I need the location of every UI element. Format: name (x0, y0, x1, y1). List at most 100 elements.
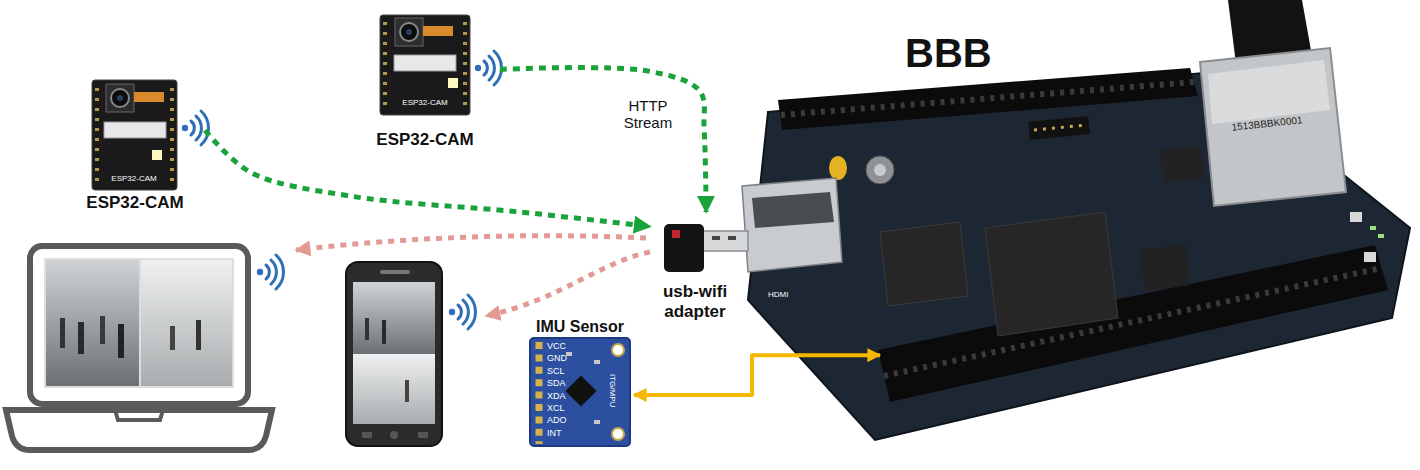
imu-sensor: IMU Sensor (528, 318, 634, 448)
board-illustration (829, 156, 847, 180)
pin-name: XDA (547, 391, 573, 401)
camera-board (92, 80, 177, 190)
phone-illustration (353, 354, 435, 424)
pin-name: SDA (547, 378, 573, 388)
pin-name: SCL (547, 366, 573, 376)
silkscreen-text: ESP32-CAM (104, 174, 164, 183)
port-name: HDMI (768, 290, 798, 299)
wifi-icon (182, 111, 209, 145)
laptop-illustration (60, 318, 65, 348)
camera-board (134, 92, 164, 102)
wifi-dongle (672, 230, 680, 238)
connector (634, 355, 880, 395)
camera-board (463, 22, 467, 110)
chip-marking: ITG/MPU (607, 371, 616, 411)
camera-board (383, 22, 387, 110)
stream-arrow (296, 236, 646, 250)
imu-board (565, 375, 596, 406)
node-title: BBB (905, 30, 1015, 76)
wifi-icon (257, 255, 284, 289)
board-illustration (1200, 48, 1346, 206)
board-illustration (1350, 212, 1362, 222)
silkscreen-text: ESP32-CAM (395, 98, 455, 107)
board-illustration (752, 192, 834, 228)
laptop-illustration (100, 316, 105, 344)
laptop-illustration (44, 258, 234, 388)
board-illustration (1208, 60, 1330, 124)
board-illustration (866, 156, 894, 184)
laptop-illustration (30, 246, 248, 404)
imu-board (594, 420, 600, 424)
phone-illustration (346, 262, 442, 446)
imu-board (594, 360, 600, 364)
wifi-icon (449, 295, 476, 329)
wifi-dongle (728, 236, 736, 240)
laptop-illustration (118, 324, 124, 358)
phone-illustration (390, 431, 398, 439)
board-illustration (1028, 116, 1090, 140)
imu-board (530, 338, 630, 446)
wifi-dongle (664, 224, 704, 272)
usb-wifi-adapter: usb-wifi adapter (650, 212, 742, 324)
stream-arrow (296, 236, 650, 316)
board-illustration (742, 0, 1410, 440)
camera-board (152, 150, 162, 160)
phone-illustration (362, 432, 372, 438)
board-illustration (985, 212, 1118, 336)
phone-illustration (405, 380, 409, 402)
connector (500, 68, 706, 212)
node-title: usb-wifi adapter (650, 282, 740, 321)
stream-arrow (486, 252, 650, 316)
board-illustration (1140, 244, 1190, 291)
laptop-illustration (78, 322, 84, 354)
phone-illustration (353, 282, 435, 424)
connector (205, 130, 650, 226)
camera-board (92, 80, 177, 190)
camera-board (394, 55, 456, 71)
beaglebone-board: BBB (880, 30, 1400, 440)
imu-board (612, 428, 624, 440)
edge-label: HTTP Stream (612, 96, 684, 133)
camera-board (395, 18, 423, 46)
imu-board (530, 338, 630, 446)
wifi-dongle (700, 231, 748, 251)
phone-illustration (382, 320, 386, 344)
board-illustration (781, 82, 1194, 115)
camera-board (406, 29, 412, 35)
phone-illustration (365, 318, 369, 340)
pin-name: GND (547, 353, 573, 363)
camera-board (423, 26, 453, 36)
laptop-illustration (170, 326, 175, 350)
node-title: ESP32-CAM (80, 193, 190, 213)
part-number: 1513BBBK0001 (1222, 113, 1313, 134)
node-title: IMU Sensor (528, 318, 632, 336)
camera-board (448, 78, 458, 88)
board-illustration (880, 222, 968, 306)
imu-board (536, 342, 543, 444)
camera-board (95, 88, 99, 186)
phone-illustration (346, 262, 442, 446)
wifi-dongle (664, 224, 748, 272)
board-illustration (1364, 252, 1376, 262)
camera-board (111, 89, 129, 107)
board-illustration (1160, 146, 1204, 182)
pin-name: XCL (547, 403, 573, 413)
phone-illustration (380, 270, 410, 274)
board-illustration (778, 68, 1198, 130)
camera-board (117, 95, 123, 101)
imu-board (612, 344, 624, 356)
board-illustration (742, 178, 842, 272)
phone-illustration (353, 282, 435, 354)
laptop-illustration (6, 410, 272, 450)
pin-name: VCC (547, 341, 573, 351)
camera-board (380, 15, 470, 115)
laptop-illustration (6, 246, 272, 450)
wifi-icon (475, 51, 502, 85)
phone-illustration (418, 432, 428, 438)
pin-name: ADO (547, 415, 573, 425)
camera-board (170, 88, 174, 186)
